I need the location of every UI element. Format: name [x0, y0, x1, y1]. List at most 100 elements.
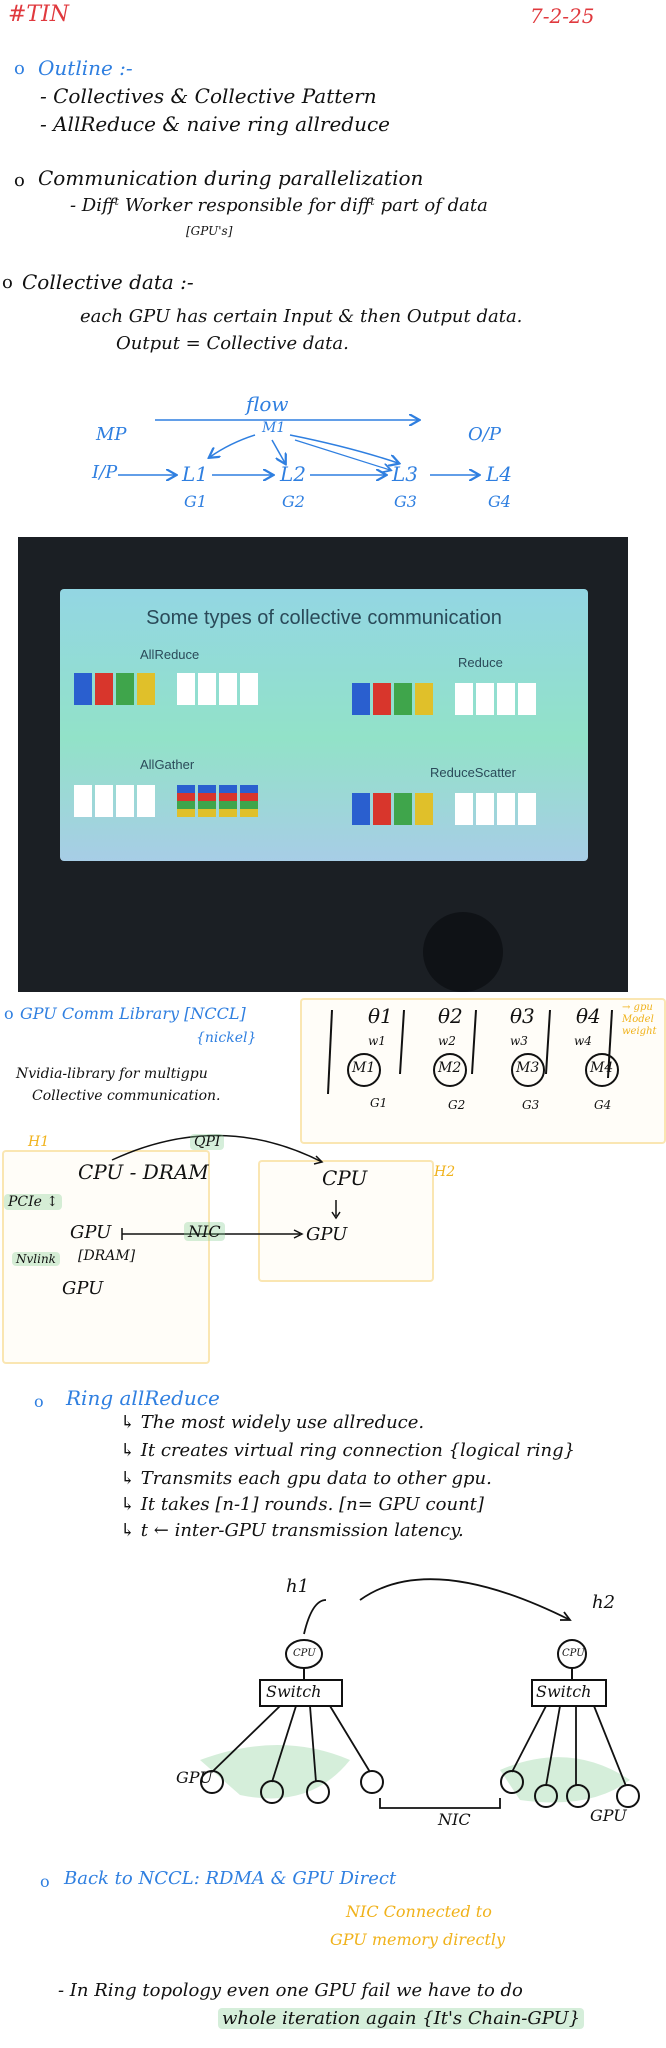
collective-line-1: each GPU has certain Input & then Output… [80, 306, 523, 327]
mp-label: MP [96, 424, 127, 445]
panel-reduce: Reduce [458, 655, 503, 670]
flow-label: flow [246, 392, 289, 416]
gpu-comm-desc-2: Collective communication. [32, 1088, 221, 1104]
slide-title: Some types of collective communication [146, 607, 502, 629]
host-1-label: H1 [28, 1134, 50, 1150]
h2-label: h2 [592, 1592, 616, 1613]
cpu-node-2: CPU [562, 1648, 585, 1659]
model-circles [347, 1053, 619, 1087]
g-1: G1 [370, 1096, 388, 1110]
theta-2: θ2 [438, 1004, 463, 1028]
nickel-note: {nickel} [196, 1030, 257, 1046]
gpu-left-label: GPU [176, 1768, 213, 1787]
model-3: M3 [516, 1060, 540, 1076]
date: 7-2-25 [530, 4, 595, 28]
collective-line-2: Output = Collective data. [116, 333, 349, 354]
nccl-note-1: NIC Connected to [346, 1902, 492, 1921]
switch-1: Switch [266, 1682, 322, 1701]
ring-item-3: ↳ Transmits each gpu data to other gpu. [120, 1468, 492, 1489]
cpu-node-1: CPU [293, 1648, 316, 1659]
g-2: G2 [448, 1098, 466, 1112]
ring-item-2: ↳ It creates virtual ring connection {lo… [120, 1440, 576, 1461]
model-1: M1 [352, 1060, 376, 1076]
allgather-ranks [74, 785, 261, 821]
w-2: w2 [438, 1034, 456, 1048]
m1-label: M1 [262, 420, 286, 436]
layer-3: L3 [392, 462, 419, 486]
outline-item-1: - Collectives & Collective Pattern [40, 84, 377, 108]
model-4: M4 [590, 1060, 614, 1076]
gpu-comm-title: GPU Comm Library [NCCL] [20, 1004, 246, 1023]
nccl-note-2: GPU memory directly [330, 1930, 506, 1949]
pcie-label: PCIe ↕ [4, 1194, 63, 1210]
bullet: o [34, 1392, 44, 1411]
bullet: o [2, 272, 13, 293]
bullet: o [4, 1004, 14, 1023]
projector-screen: Some types of collective communication A… [60, 589, 588, 861]
speaker-silhouette [423, 912, 503, 992]
communication-title: Communication during parallelization [38, 166, 424, 190]
h1-label: h1 [286, 1576, 310, 1597]
cpu-dram-label: CPU - DRAM [78, 1160, 209, 1184]
gpu-4: G4 [488, 492, 511, 511]
gpu-right-label-2: GPU [590, 1806, 627, 1825]
gpu-comm-desc-1: Nvidia-library for multigpu [16, 1066, 208, 1082]
reduce-ranks [352, 683, 539, 719]
theta-4: θ4 [576, 1004, 601, 1028]
cpu-right-label: CPU [322, 1166, 368, 1190]
model-weight-note: → gpu Model weight [622, 1002, 657, 1037]
model-2: M2 [438, 1060, 462, 1076]
layer-1: L1 [182, 462, 209, 486]
ip-label: I/P [92, 462, 118, 483]
communication-note: [GPU's] [186, 224, 233, 238]
tag: #TIN [8, 2, 70, 27]
gpu-3: G3 [394, 492, 417, 511]
nic-label: NIC [184, 1222, 225, 1241]
host-2-label: H2 [434, 1164, 456, 1180]
layer-2: L2 [280, 462, 307, 486]
ring-title: Ring allReduce [66, 1386, 220, 1410]
host-1-box [2, 1150, 210, 1364]
ring-topology-line-2: whole iteration again {It's Chain-GPU} [218, 2008, 585, 2029]
theta-3: θ3 [510, 1004, 535, 1028]
ring-item-5: ↳ t ← inter-GPU transmission latency. [120, 1520, 464, 1541]
outline-title: Outline :- [38, 56, 133, 80]
gpu-right-label: GPU [306, 1224, 348, 1245]
host-2-box [258, 1160, 434, 1282]
theta-dividers [327, 1009, 613, 1095]
communication-line: - Diffᵗ Worker responsible for diffᵗ par… [70, 195, 488, 216]
theta-box [300, 998, 666, 1144]
reducescatter-ranks [352, 793, 539, 829]
gpu-2: G2 [282, 492, 305, 511]
nvlink-label: Nvlink [12, 1252, 60, 1266]
ring-item-4: ↳ It takes [n-1] rounds. [n= GPU count] [120, 1494, 484, 1515]
switch-diagram [200, 1578, 640, 1809]
w-3: w3 [510, 1034, 528, 1048]
collective-title: Collective data :- [22, 270, 194, 294]
panel-allreduce: AllReduce [140, 647, 200, 662]
theta-1: θ1 [368, 1004, 393, 1028]
switch-2: Switch [536, 1682, 592, 1701]
back-to-nccl-title: Back to NCCL: RDMA & GPU Direct [64, 1868, 397, 1889]
g-4: G4 [594, 1098, 612, 1112]
host-arrows [111, 1134, 341, 1240]
w-1: w1 [368, 1034, 386, 1048]
nic-bottom-label: NIC [438, 1810, 471, 1829]
bullet: o [40, 1872, 50, 1891]
gpu-bottom-label: GPU [62, 1278, 104, 1299]
ring-topology-line-1: - In Ring topology even one GPU fail we … [58, 1980, 523, 2001]
g-3: G3 [522, 1098, 540, 1112]
slide-photo: Some types of collective communication A… [18, 537, 628, 992]
dram-label: [DRAM] [78, 1248, 136, 1264]
gpu-label: GPU [70, 1222, 112, 1243]
op-label: O/P [468, 424, 501, 445]
gpu-1: G1 [184, 492, 207, 511]
bullet: o [14, 58, 25, 79]
bullet: o [14, 170, 25, 191]
outline-item-2: - AllReduce & naive ring allreduce [40, 112, 391, 136]
allreduce-ranks [74, 673, 261, 709]
flow-diagram [118, 385, 666, 525]
panel-reducescatter: ReduceScatter [430, 765, 516, 780]
ring-item-1: ↳ The most widely use allreduce. [120, 1412, 425, 1433]
panel-allgather: AllGather [140, 757, 195, 772]
